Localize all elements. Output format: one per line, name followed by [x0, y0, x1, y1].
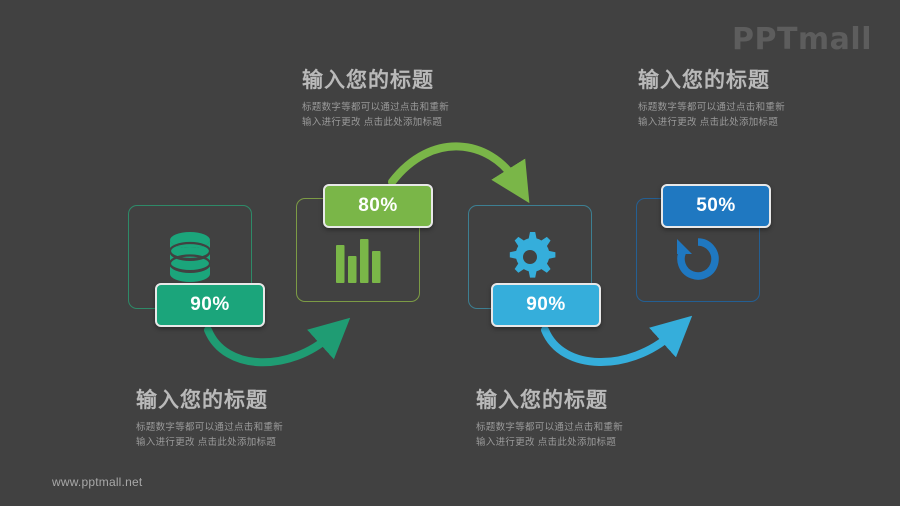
text-block-line-2: 输入进行更改 点击此处添加标题 — [302, 116, 443, 128]
text-block-title: 输入您的标题 — [638, 69, 770, 92]
text-block-bottom-right: 输入您的标题 标题数字等都可以通过点击和重新 输入进行更改 点击此处添加标题 — [476, 388, 736, 451]
step-card-1[interactable] — [128, 205, 252, 309]
text-block-line-2: 输入进行更改 点击此处添加标题 — [638, 116, 779, 128]
text-block-title: 输入您的标题 — [136, 389, 268, 412]
pptmall-logo: PPTmall — [731, 22, 872, 57]
text-block-line-1: 标题数字等都可以通过点击和重新 — [136, 422, 284, 434]
undo-arrow-icon — [637, 199, 759, 301]
connector-arrow-1 — [204, 317, 351, 367]
text-block-line-1: 标题数字等都可以通过点击和重新 — [302, 102, 450, 114]
text-block-title: 输入您的标题 — [302, 69, 434, 92]
text-block-top-left: 输入您的标题 标题数字等都可以通过点击和重新 输入进行更改 点击此处添加标题 — [302, 68, 562, 131]
text-block-bottom-left: 输入您的标题 标题数字等都可以通过点击和重新 输入进行更改 点击此处添加标题 — [136, 388, 396, 451]
connector-arrow-3 — [541, 315, 693, 366]
text-block-line-2: 输入进行更改 点击此处添加标题 — [476, 436, 617, 448]
percent-badge-3[interactable]: 90% — [491, 283, 601, 327]
database-icon — [129, 206, 251, 308]
gear-icon — [469, 206, 591, 308]
footer-url[interactable]: www.pptmall.net — [52, 475, 143, 489]
connector-arrow-2 — [388, 142, 530, 204]
percent-badge-2[interactable]: 80% — [323, 184, 433, 228]
text-block-title: 输入您的标题 — [476, 389, 608, 412]
percent-badge-1[interactable]: 90% — [155, 283, 265, 327]
text-block-line-1: 标题数字等都可以通过点击和重新 — [638, 102, 786, 114]
text-block-line-1: 标题数字等都可以通过点击和重新 — [476, 422, 624, 434]
bar-chart-icon — [297, 199, 419, 301]
text-block-line-2: 输入进行更改 点击此处添加标题 — [136, 436, 277, 448]
text-block-top-right: 输入您的标题 标题数字等都可以通过点击和重新 输入进行更改 点击此处添加标题 — [638, 68, 898, 131]
percent-badge-4[interactable]: 50% — [661, 184, 771, 228]
